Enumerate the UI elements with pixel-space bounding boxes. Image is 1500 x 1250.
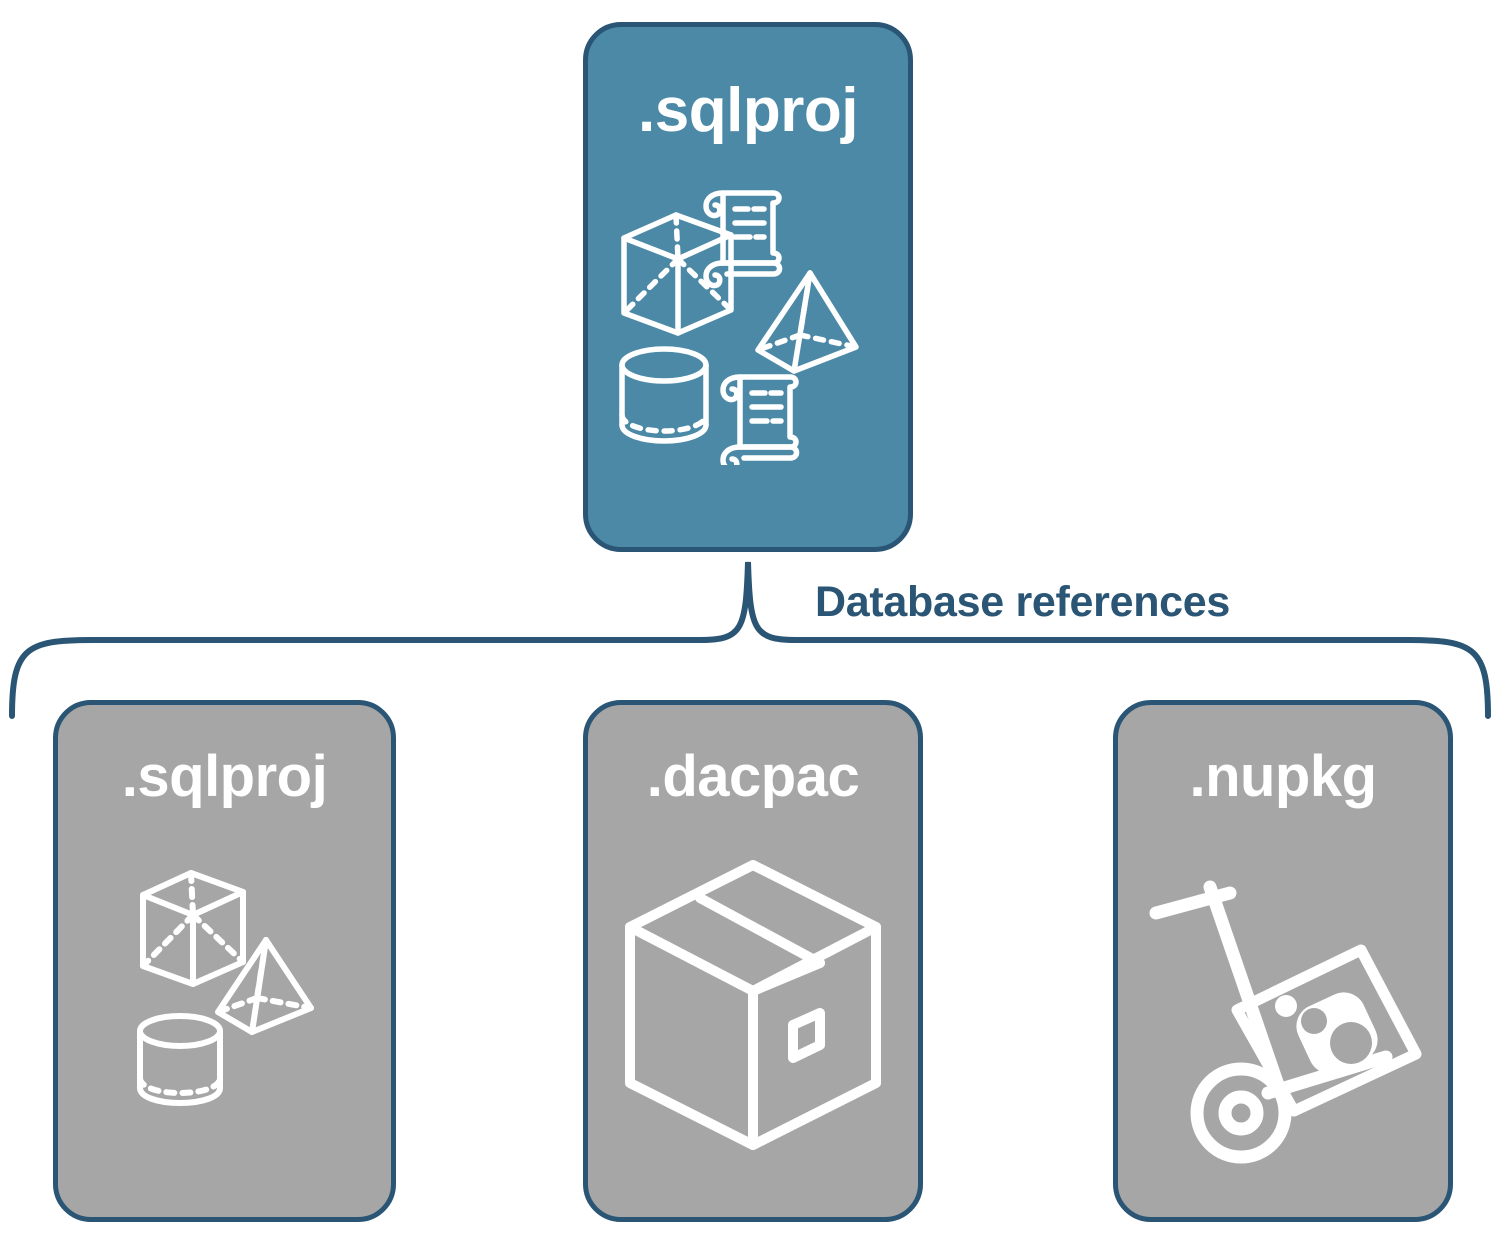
cylinder-icon (137, 1013, 223, 1106)
nupkg-icon-group (1118, 845, 1448, 1175)
hand-truck-nuget-icon (1149, 880, 1422, 1164)
cube-icon (621, 212, 734, 336)
sqlproj-reference-icon-group (58, 845, 391, 1175)
card-sqlproj-reference[interactable]: .sqlproj (53, 700, 396, 1222)
card-title-sqlproj-primary: .sqlproj (638, 76, 858, 145)
cylinder-icon (619, 346, 709, 444)
pyramid-icon (755, 270, 859, 374)
card-sqlproj-primary[interactable]: .sqlproj (583, 22, 913, 552)
card-title-sqlproj-reference: .sqlproj (121, 744, 328, 809)
script-scroll-icon (720, 374, 800, 473)
cube-icon (140, 870, 246, 987)
card-nupkg-reference[interactable]: .nupkg (1113, 700, 1453, 1222)
card-dacpac-reference[interactable]: .dacpac (583, 700, 923, 1222)
pyramid-icon (215, 937, 314, 1035)
package-box-icon (625, 860, 881, 1150)
primary-card-icon-group (588, 175, 908, 473)
script-scroll-icon (703, 190, 783, 289)
dacpac-icon-group (588, 845, 918, 1175)
card-title-nupkg: .nupkg (1189, 744, 1377, 809)
database-references-label: Database references (815, 578, 1230, 626)
card-title-dacpac: .dacpac (646, 744, 860, 809)
